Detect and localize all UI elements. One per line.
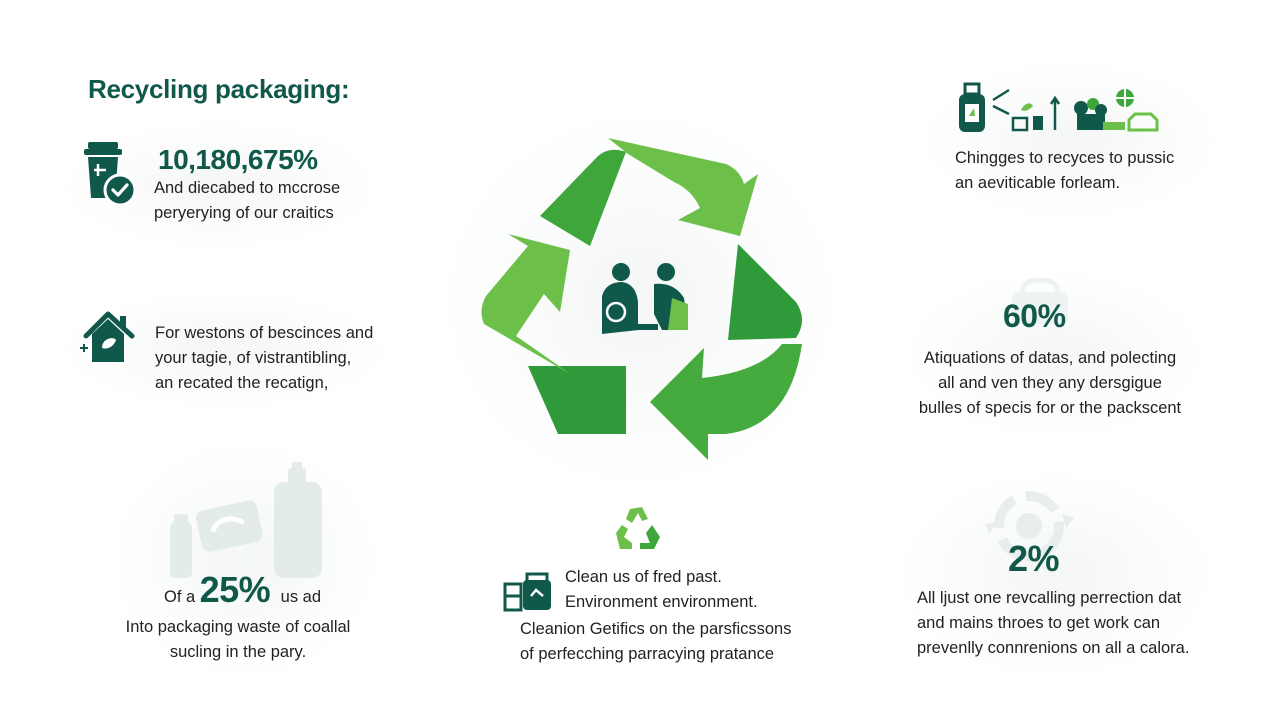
recycling-process-icons — [955, 80, 1160, 136]
faded-cycle-icon — [982, 484, 1076, 568]
recycle-bin-check-icon — [82, 140, 138, 208]
block-7-line-3: prevenlly connrenions on all a calora. — [917, 639, 1190, 657]
block-6-text: Atiquations of datas, and polecting all … — [900, 346, 1200, 421]
block-1-text: And diecabed to mccrose peryerying of ou… — [154, 176, 340, 226]
block-2-line-2: your tagie, of vistrantibling, — [155, 349, 352, 367]
bottles-containers-icon — [160, 460, 330, 582]
block-3-line-2: sucling in the pary. — [169, 643, 307, 661]
block-2-line-1: For westons of bescinces and — [155, 324, 374, 342]
block-4-line-3: Cleanion Getifics on the parsficssons — [520, 620, 792, 638]
faded-bag-icon — [1008, 278, 1072, 324]
block-4-text-b: Cleanion Getifics on the parsficssons of… — [520, 617, 791, 667]
block-1-line-1: And diecabed to mccrose — [154, 179, 341, 197]
block-4-line-1: Clean us of fred past. — [565, 568, 722, 586]
block-7-text: All ljust one revcalling perrection dat … — [917, 586, 1189, 661]
block-1-line-2: peryerying of our craitics — [154, 204, 334, 222]
block-4-line-2: Environment environment. — [565, 593, 758, 611]
block-6-line-1: Atiquations of datas, and polecting — [923, 349, 1177, 367]
block-5-line-2: an aeviticable forleam. — [955, 174, 1121, 192]
page-title: Recycling packaging: — [88, 74, 350, 104]
block-1-stat: 10,180,675% — [158, 144, 318, 175]
block-7-line-2: and mains throes to get work can — [917, 614, 1161, 632]
block-5-line-1: Chingges to recyces to pussic — [955, 149, 1175, 167]
block-4-line-4: of perfecching parracying pratance — [520, 645, 775, 663]
recycle-arrows-people-icon — [478, 134, 808, 468]
block-5-backdrop — [920, 60, 1220, 220]
block-3-suffix: us ad — [280, 588, 322, 606]
block-7-line-1: All ljust one revcalling perrection dat — [917, 589, 1182, 607]
block-3-stat-row: Of a 25% us ad — [164, 569, 321, 611]
block-3-text: Into packaging waste of coallal sucling … — [118, 615, 358, 665]
block-2-text: For westons of bescinces and your tagie,… — [155, 321, 373, 396]
packaging-boxes-icon — [503, 572, 553, 612]
block-3-backdrop — [110, 440, 380, 680]
eco-house-icon — [80, 308, 138, 366]
block-6-line-3: bulles of specis for or the packscent — [918, 399, 1182, 417]
block-4-text-a: Clean us of fred past. Environment envir… — [565, 565, 758, 615]
block-5-text: Chingges to recyces to pussic an aevitic… — [955, 146, 1174, 196]
block-3-line-1: Into packaging waste of coallal — [125, 618, 351, 636]
block-6-stat: 60% — [1003, 298, 1066, 334]
small-recycle-icon — [612, 503, 664, 553]
block-3-prefix: Of a — [164, 588, 196, 606]
block-3-stat: 25% — [199, 569, 271, 610]
block-6-line-2: all and ven they any dersgigue — [938, 374, 1162, 392]
block-7-stat: 2% — [1008, 538, 1060, 579]
block-2-line-3: an recated the recatign, — [155, 374, 329, 392]
